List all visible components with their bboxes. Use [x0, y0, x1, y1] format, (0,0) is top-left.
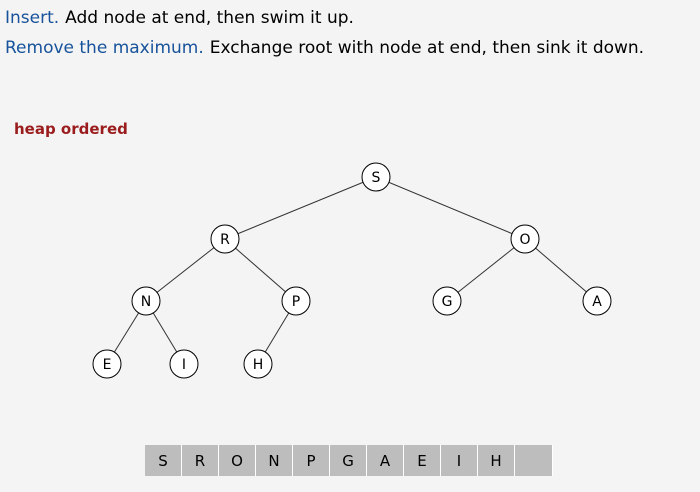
heap-tree: S R O N P G A E I H — [92, 162, 612, 379]
node-label: O — [519, 232, 530, 248]
node-R: R — [210, 224, 240, 254]
edge-S-O — [375, 176, 526, 240]
node-circle — [432, 286, 462, 316]
array-cell: G — [330, 445, 367, 476]
node-label: S — [372, 170, 381, 186]
node-circle — [169, 349, 199, 379]
array-cell: A — [367, 445, 404, 476]
array-cell: I — [441, 445, 478, 476]
array-cell: S — [145, 445, 182, 476]
array-cell: O — [219, 445, 256, 476]
array-cell: N — [256, 445, 293, 476]
remove-description: Exchange root with node at end, then sin… — [209, 38, 645, 58]
node-A: A — [582, 286, 612, 316]
node-E: E — [92, 349, 122, 379]
node-H: H — [243, 349, 273, 379]
node-label: G — [442, 294, 453, 310]
remove-keyword: Remove the maximum. — [5, 38, 204, 58]
node-circle — [92, 349, 122, 379]
node-label: R — [220, 232, 230, 248]
insert-description: Add node at end, then swim it up. — [65, 8, 354, 28]
edge-S-R — [224, 176, 377, 240]
node-circle — [361, 162, 391, 192]
node-circle — [281, 286, 311, 316]
node-P: P — [281, 286, 311, 316]
node-S: S — [361, 162, 391, 192]
edge-R-P — [224, 238, 297, 302]
array-cell: E — [404, 445, 441, 476]
node-O: O — [510, 224, 540, 254]
node-I: I — [169, 349, 199, 379]
state-label: heap ordered — [14, 120, 128, 138]
array-cell — [515, 445, 553, 476]
array-cell: P — [293, 445, 330, 476]
node-label: E — [103, 357, 112, 373]
node-circle — [582, 286, 612, 316]
node-N: N — [131, 286, 161, 316]
node-circle — [131, 286, 161, 316]
remove-line: Remove the maximum.Exchange root with no… — [5, 38, 644, 58]
node-label: N — [141, 294, 151, 310]
node-label: H — [253, 357, 264, 373]
node-circle — [243, 349, 273, 379]
insert-line: Insert.Add node at end, then swim it up. — [5, 8, 354, 28]
edge-O-G — [446, 238, 526, 302]
node-G: G — [432, 286, 462, 316]
tree-edges — [106, 176, 598, 365]
insert-keyword: Insert. — [5, 8, 60, 28]
array-cell: H — [478, 445, 515, 476]
node-label: I — [182, 357, 186, 373]
edge-R-N — [145, 238, 226, 302]
node-circle — [510, 224, 540, 254]
array-cell: R — [182, 445, 219, 476]
node-circle — [210, 224, 240, 254]
node-label: A — [592, 294, 602, 310]
tree-nodes: S R O N P G A E I H — [92, 162, 612, 379]
node-label: P — [292, 294, 300, 310]
edge-O-A — [524, 238, 598, 302]
